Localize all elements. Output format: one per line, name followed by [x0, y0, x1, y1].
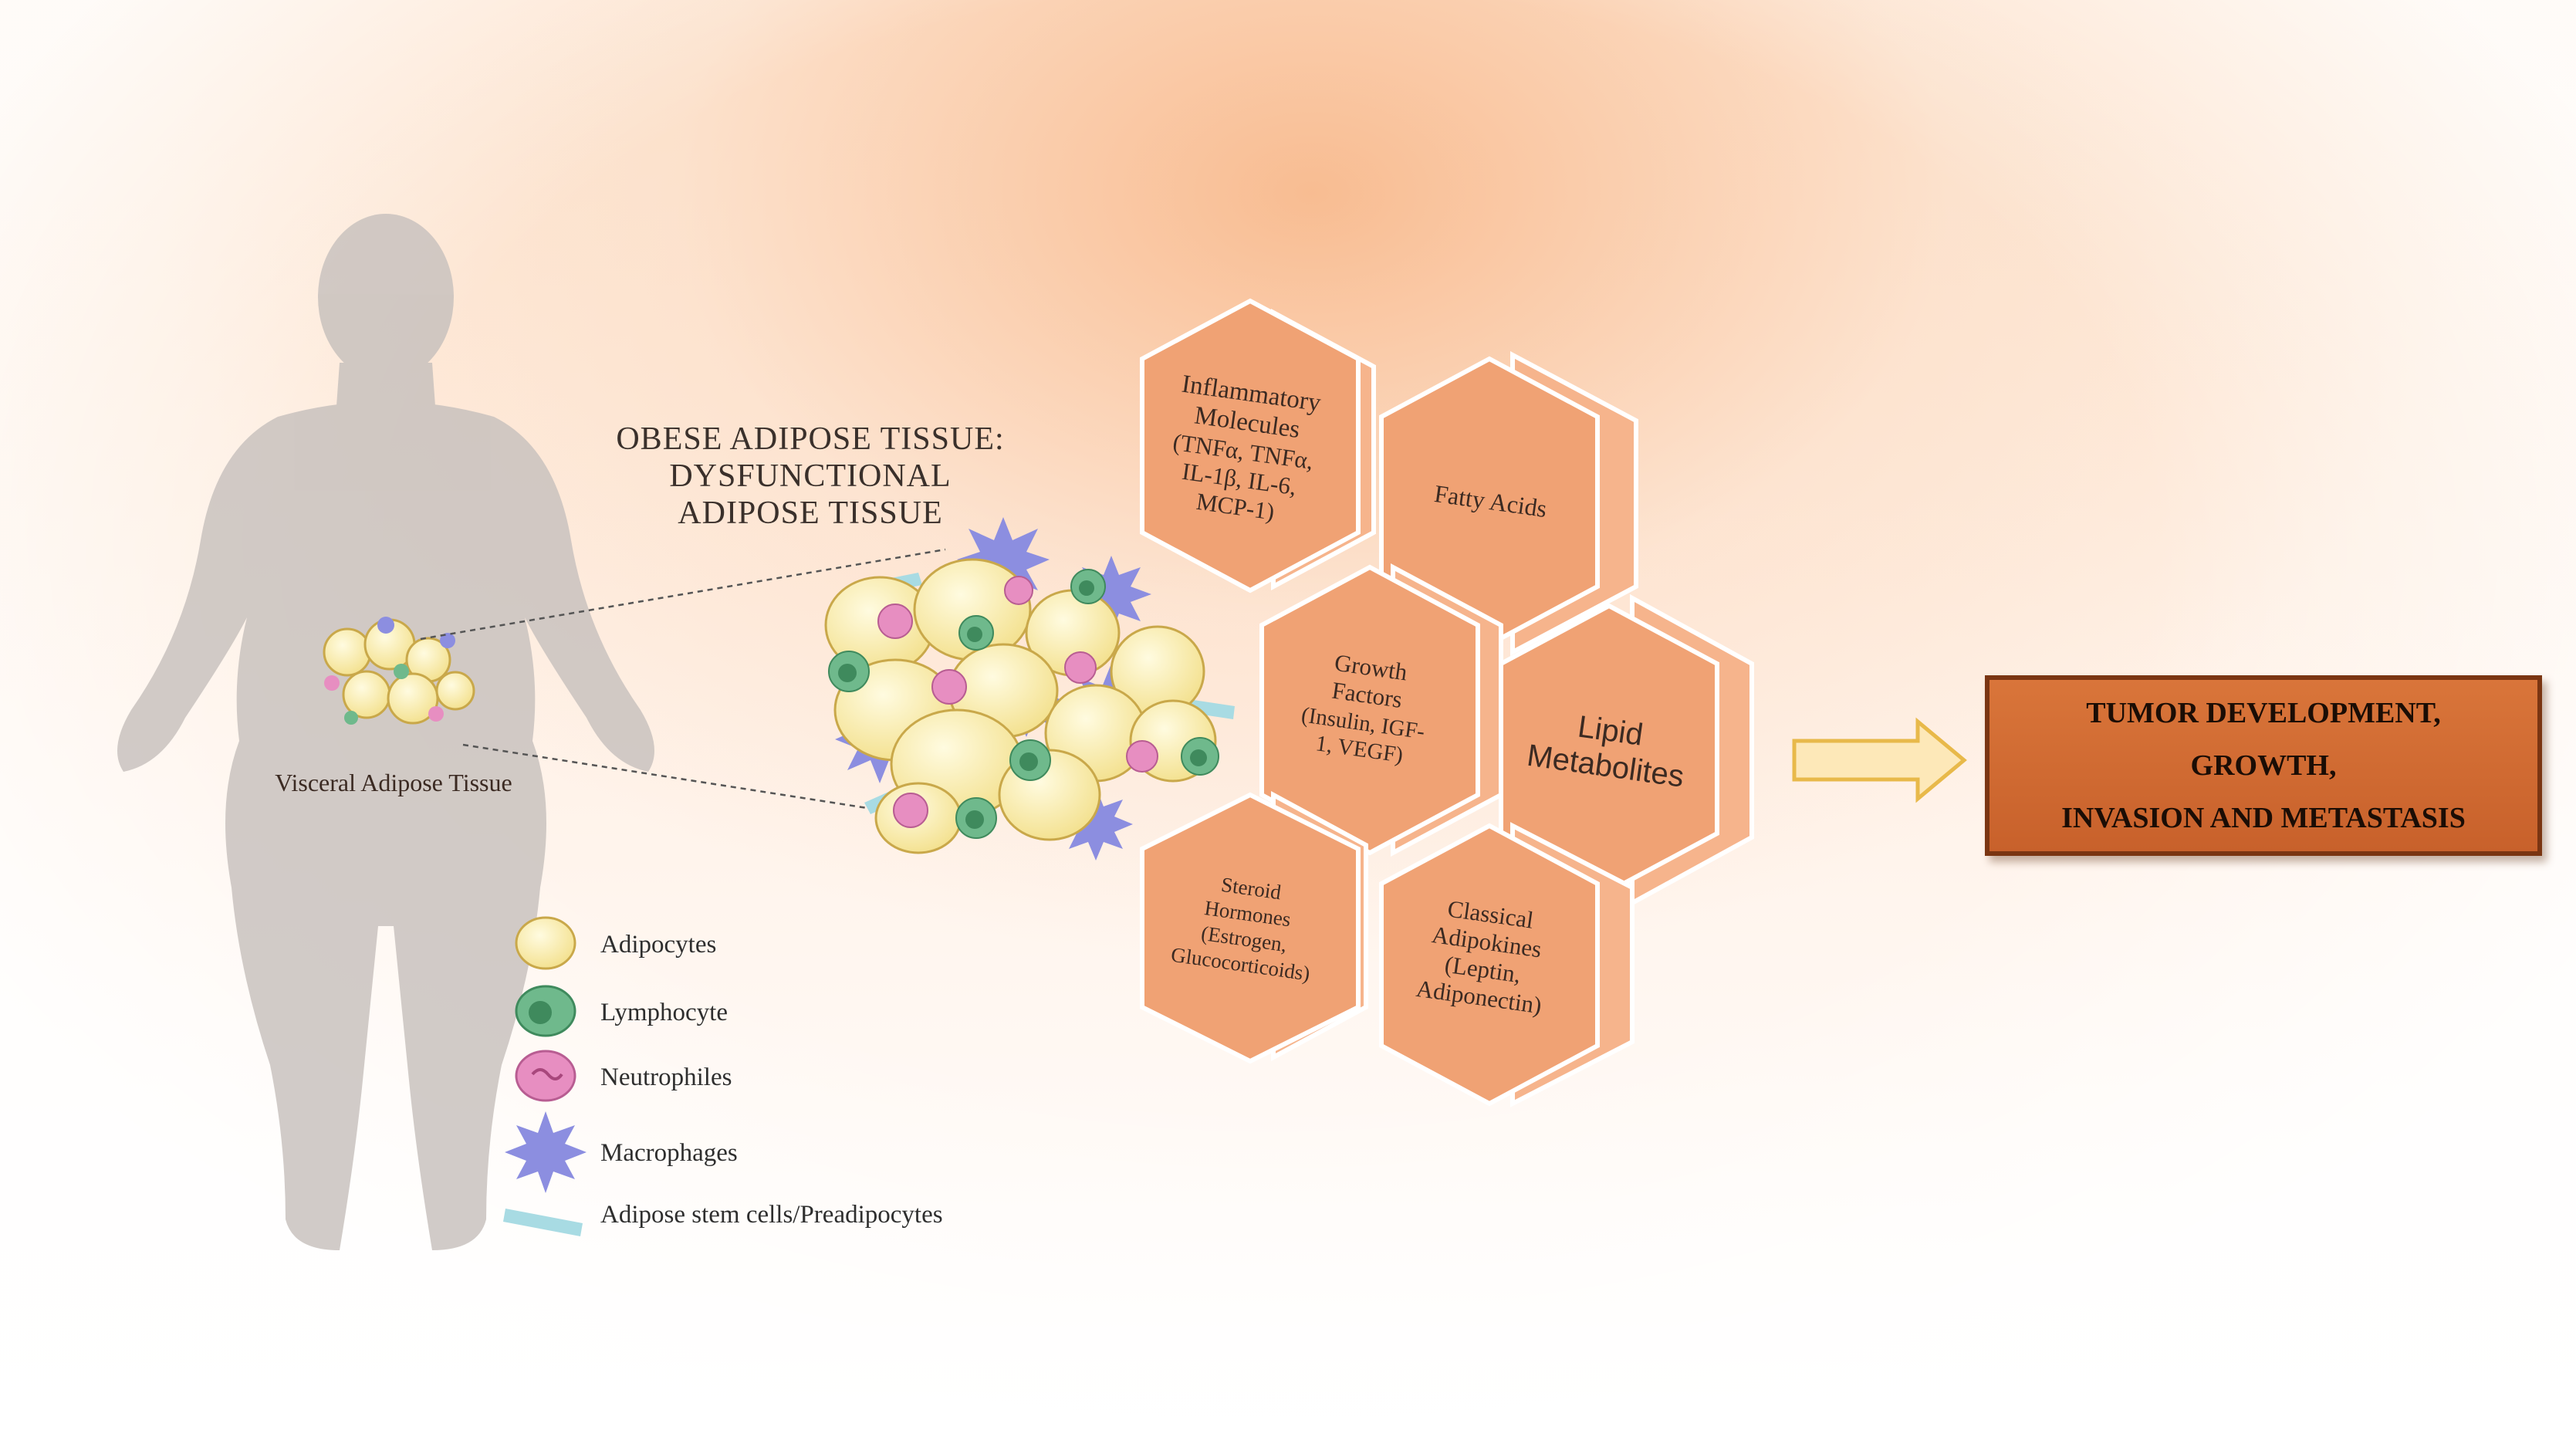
hex-steroid-hormones [1140, 790, 1368, 1064]
macrophage-icon [505, 1111, 587, 1193]
outcome-line3: INVASION AND METASTASIS [2061, 802, 2466, 834]
hex-fatty-acids [1379, 351, 1638, 656]
legend-label-lymphocyte: Lymphocyte [600, 999, 728, 1026]
adipocyte-icon [515, 916, 576, 970]
hex-classical-adipokines [1379, 822, 1635, 1107]
legend-label-neutrophiles: Neutrophiles [600, 1063, 732, 1091]
tissue-title: OBESE ADIPOSE TISSUE: DYSFUNCTIONAL ADIP… [616, 421, 1004, 531]
adipose-tissue-cluster [824, 517, 1235, 861]
outcome-line2: GROWTH, [2190, 749, 2337, 782]
arrow-right-icon [1792, 717, 1967, 803]
outcome-line1: TUMOR DEVELOPMENT, [2086, 697, 2441, 729]
legend-item-lymphocyte: Lymphocyte [515, 985, 728, 1037]
visceral-tissue-label: Visceral Adipose Tissue [275, 769, 512, 796]
outcome-box: TUMOR DEVELOPMENT, GROWTH, INVASION AND … [1985, 675, 2542, 856]
legend-item-neutrophiles: Neutrophiles [515, 1050, 732, 1102]
zoom-lines [420, 548, 946, 810]
neutrophil-icon [515, 1050, 576, 1102]
tissue-title-line3: ADIPOSE TISSUE [678, 495, 942, 531]
hexagon-group [1140, 298, 1754, 1107]
tissue-title-line2: DYSFUNCTIONAL [669, 458, 951, 494]
legend-item-adipocytes: Adipocytes [515, 916, 716, 970]
legend-label-macrophages: Macrophages [600, 1139, 738, 1167]
hex-inflammatory [1140, 298, 1376, 593]
tissue-title-line1: OBESE ADIPOSE TISSUE: [616, 421, 1004, 457]
hex-lipid-metabolites [1499, 593, 1754, 908]
hex-growth-factors [1259, 563, 1503, 857]
legend-item-stem-cells: Adipose stem cells/Preadipocytes [503, 1201, 943, 1236]
person-silhouette [117, 214, 654, 1250]
visceral-tissue-cluster [323, 617, 475, 725]
legend-label-adipocytes: Adipocytes [600, 931, 716, 959]
legend-item-macrophages: Macrophages [505, 1111, 738, 1193]
legend-label-stem-cells: Adipose stem cells/Preadipocytes [600, 1201, 943, 1229]
stem-cell-icon [503, 1209, 583, 1236]
legend: Adipocytes Lymphocyte Neutrophiles Macro… [503, 916, 943, 1236]
